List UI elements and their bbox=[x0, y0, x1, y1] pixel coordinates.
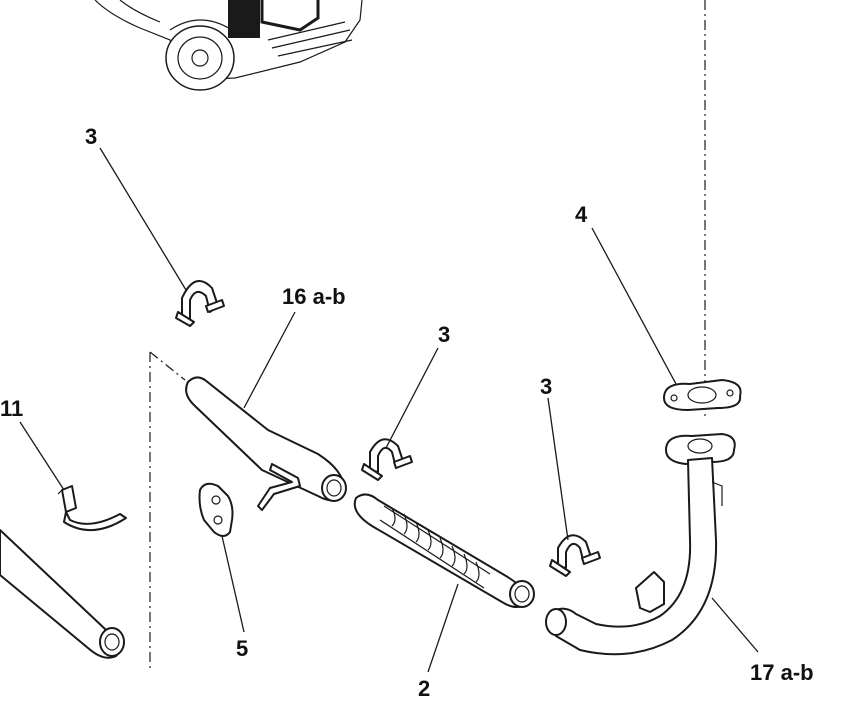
clamp-top bbox=[175, 279, 225, 327]
clamp-right bbox=[549, 534, 601, 577]
leader-lines bbox=[19, 147, 759, 673]
callout-gasket-4: 4 bbox=[575, 202, 588, 227]
clamp-mid bbox=[361, 438, 413, 481]
alignment-axis-left-top bbox=[149, 351, 186, 381]
callout-clamp-top: 3 bbox=[85, 124, 97, 149]
gasket-4 bbox=[663, 379, 742, 411]
pipe-lower-left bbox=[0, 529, 125, 659]
sensor-11 bbox=[57, 485, 127, 532]
callout-clamp-right: 3 bbox=[540, 374, 552, 399]
front-pipe-17-a-b bbox=[545, 433, 736, 656]
rubber-mount-5 bbox=[198, 482, 234, 537]
pipe-16-a-b bbox=[185, 376, 347, 511]
callout-clamp-mid: 3 bbox=[438, 322, 450, 347]
flex-pipe-2 bbox=[353, 493, 535, 608]
callout-pipe-16: 16 a-b bbox=[282, 284, 346, 309]
callout-flex-2: 2 bbox=[418, 676, 430, 701]
callout-pipe-17: 17 a-b bbox=[750, 660, 814, 685]
callout-mount-5: 5 bbox=[236, 636, 248, 661]
vehicle-inset-illustration bbox=[94, 0, 363, 91]
callout-sensor-11: 11 bbox=[0, 396, 23, 421]
